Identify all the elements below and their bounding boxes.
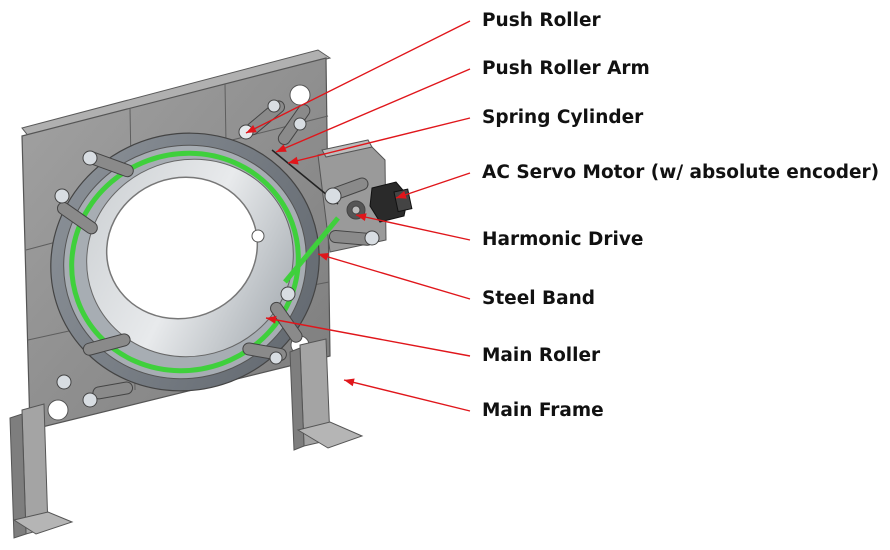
label-harmonic-drive: Harmonic Drive: [482, 229, 644, 250]
leader-arrowhead-push-roller-arm: [276, 144, 287, 152]
leader-arrowhead-main-roller: [266, 315, 277, 324]
ring-assembly: [50, 132, 340, 392]
leader-line-push-roller: [245, 20, 471, 134]
leader-line-steel-band: [317, 253, 471, 300]
ac-servo-motor: [369, 181, 413, 223]
label-push-roller: Push Roller: [482, 10, 601, 31]
label-spring-cylinder: Spring Cylinder: [482, 107, 644, 128]
label-main-roller: Main Roller: [482, 345, 601, 366]
leader-arrowhead-main-frame: [344, 378, 355, 387]
label-steel-band: Steel Band: [482, 288, 596, 309]
label-ac-servo-motor: AC Servo Motor (w/ absolute encoder): [482, 162, 880, 183]
leader-arrowhead-harmonic-drive: [356, 213, 367, 222]
leader-line-ac-servo-motor: [395, 172, 471, 199]
leader-line-spring-cylinder: [287, 117, 471, 164]
steel-band: [69, 150, 301, 374]
leader-line-main-roller: [265, 317, 471, 357]
leader-arrowhead-spring-cylinder: [288, 156, 299, 165]
label-main-frame: Main Frame: [482, 400, 604, 421]
leader-arrowhead-push-roller: [246, 124, 257, 133]
label-push-roller-arm: Push Roller Arm: [482, 58, 650, 79]
leader-line-harmonic-drive: [355, 214, 471, 241]
leader-lines: [245, 20, 471, 412]
leader-arrowhead-ac-servo-motor: [396, 191, 407, 199]
leader-line-push-roller-arm: [275, 68, 471, 153]
leader-arrowhead-steel-band: [318, 253, 329, 261]
leader-line-main-frame: [343, 379, 471, 412]
